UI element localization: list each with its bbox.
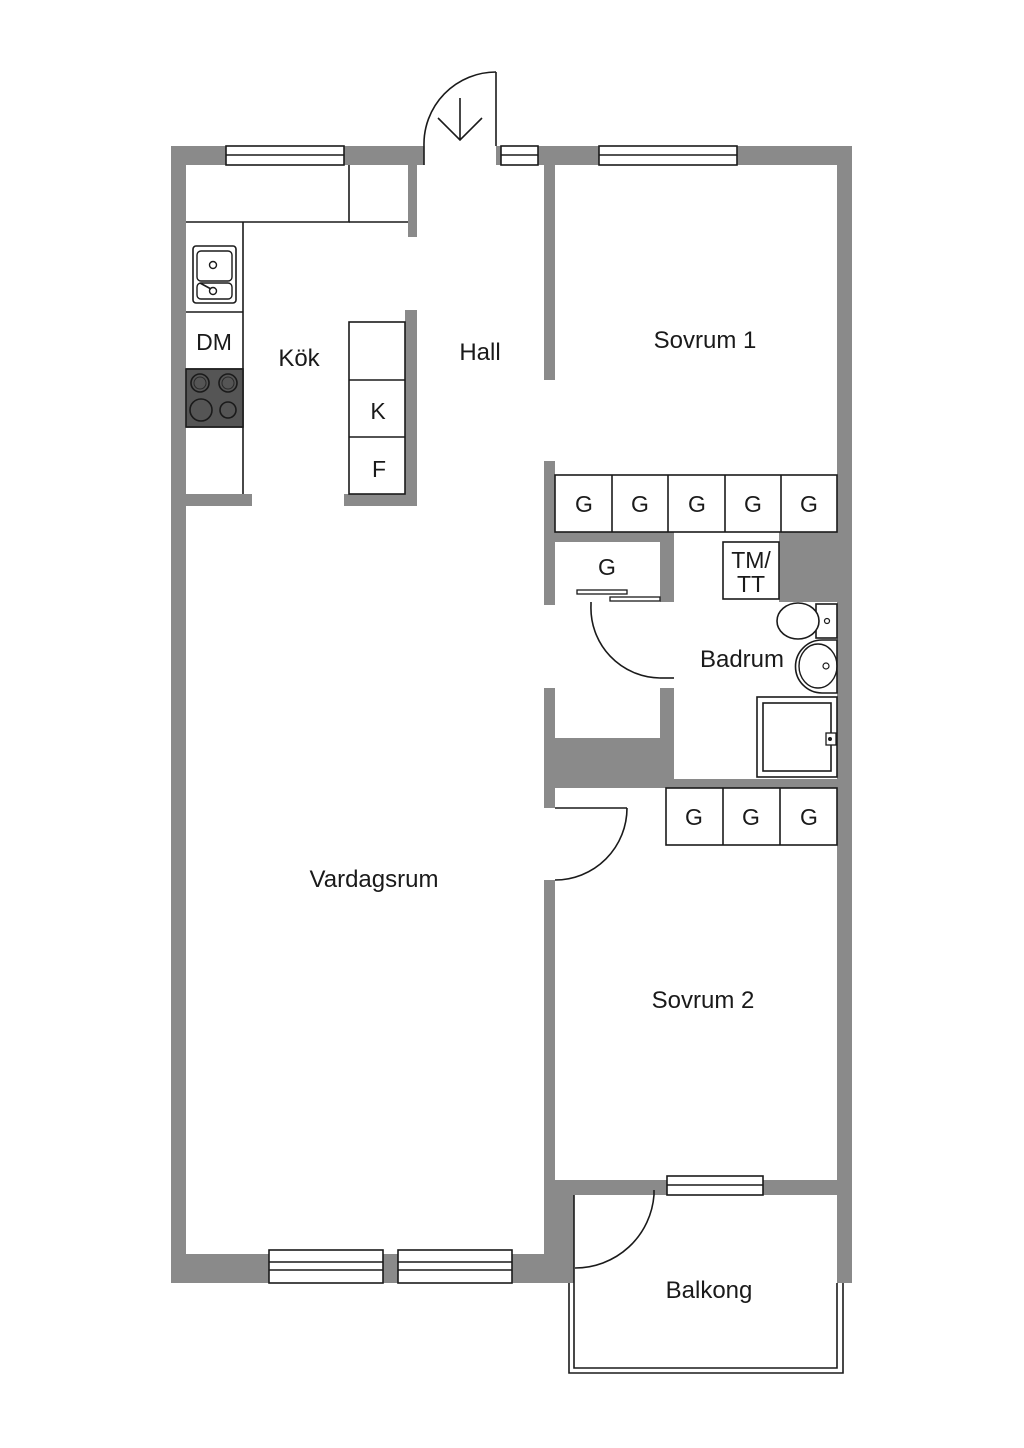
wardrobe-label: G xyxy=(744,491,762,517)
balcony-door[interactable] xyxy=(574,1190,655,1269)
sovrum2-door[interactable] xyxy=(554,807,628,881)
wardrobe-label: G xyxy=(800,804,818,830)
wardrobes-sovrum1 xyxy=(554,474,838,533)
washer-label-line2: TT xyxy=(737,571,765,597)
kitchen-island xyxy=(348,321,406,495)
toilet-icon xyxy=(776,602,838,640)
balcony-rail xyxy=(568,1195,844,1374)
outer-walls xyxy=(171,146,852,1283)
wardrobes-sovrum2 xyxy=(665,787,838,846)
windows xyxy=(225,145,764,1284)
dishwasher-label: DM xyxy=(196,329,232,355)
room-label-kok: Kök xyxy=(278,345,320,372)
hall-closet-door[interactable] xyxy=(576,589,661,602)
wardrobe-label: G xyxy=(598,554,616,580)
wardrobe-label: G xyxy=(631,491,649,517)
interior-walls xyxy=(186,165,852,1283)
washer-dryer xyxy=(722,541,780,600)
room-label-hall: Hall xyxy=(459,339,500,366)
washbasin-icon xyxy=(794,639,838,694)
wardrobe-label: G xyxy=(575,491,593,517)
washer-label-line1: TM/ xyxy=(731,547,771,573)
freezer-label: F xyxy=(372,456,386,482)
fridge-label: K xyxy=(370,398,386,424)
shower-icon xyxy=(756,696,838,778)
wardrobe-label: G xyxy=(742,804,760,830)
wardrobe-label: G xyxy=(688,491,706,517)
room-label-sovrum1: Sovrum 1 xyxy=(654,327,757,354)
sink-icon xyxy=(192,245,237,304)
entrance-door[interactable] xyxy=(423,71,497,165)
wardrobe-label: G xyxy=(800,491,818,517)
bathroom-door[interactable] xyxy=(590,602,674,679)
room-label-balkong: Balkong xyxy=(666,1277,753,1304)
room-label-sovrum2: Sovrum 2 xyxy=(652,987,755,1014)
wardrobe-label: G xyxy=(685,804,703,830)
room-label-vardagsrum: Vardagsrum xyxy=(310,866,439,893)
room-label-badrum: Badrum xyxy=(700,646,784,673)
stove-icon xyxy=(185,368,244,428)
entrance-arrow-icon xyxy=(437,98,483,142)
